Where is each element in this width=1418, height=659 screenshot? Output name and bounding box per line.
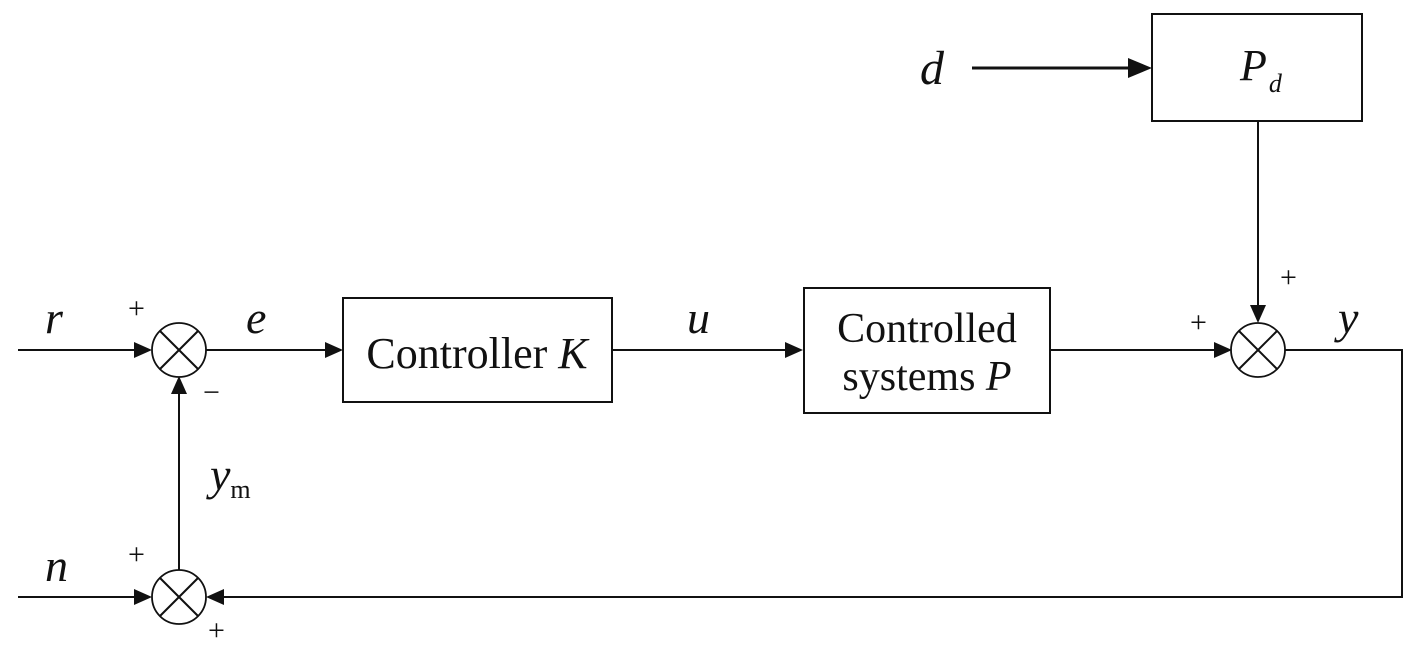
- disturbance-label: Pd: [1239, 41, 1283, 98]
- summing-junction-3: [151, 569, 207, 625]
- arrow-n: [134, 589, 152, 605]
- arrow-d: [1128, 58, 1152, 78]
- summing-junction-1: [151, 322, 207, 378]
- controller-label: Controller K: [366, 329, 590, 378]
- arrow-pd-out: [1250, 305, 1266, 323]
- controller-block: [342, 297, 613, 403]
- disturbance-block: [1151, 13, 1363, 122]
- arrow-plant-out: [1214, 342, 1232, 358]
- line-y-feedback: [224, 349, 1403, 598]
- arrow-ym: [171, 376, 187, 394]
- sign-sum2-d: +: [1280, 261, 1297, 294]
- sign-sum3-y: +: [208, 614, 225, 647]
- signal-d: d: [920, 42, 945, 95]
- signal-e: e: [246, 292, 266, 343]
- sign-sum1-fb: −: [203, 376, 220, 409]
- arrow-u: [785, 342, 803, 358]
- arrow-r: [134, 342, 152, 358]
- sign-sum3-n: +: [128, 538, 145, 571]
- plant-label-line1: Controlled: [837, 306, 1017, 352]
- signal-r: r: [45, 292, 64, 343]
- sign-sum1-r: +: [128, 292, 145, 325]
- signal-u: u: [687, 292, 710, 343]
- sign-sum2-p: +: [1190, 306, 1207, 339]
- plant-block: [803, 287, 1051, 414]
- arrow-feedback: [206, 589, 224, 605]
- signal-y: y: [1334, 292, 1359, 343]
- signal-n: n: [45, 540, 68, 591]
- signal-ym: ym: [206, 449, 251, 504]
- arrow-e: [325, 342, 343, 358]
- summing-junction-2: [1230, 322, 1286, 378]
- plant-label-line2: systems P: [842, 354, 1011, 400]
